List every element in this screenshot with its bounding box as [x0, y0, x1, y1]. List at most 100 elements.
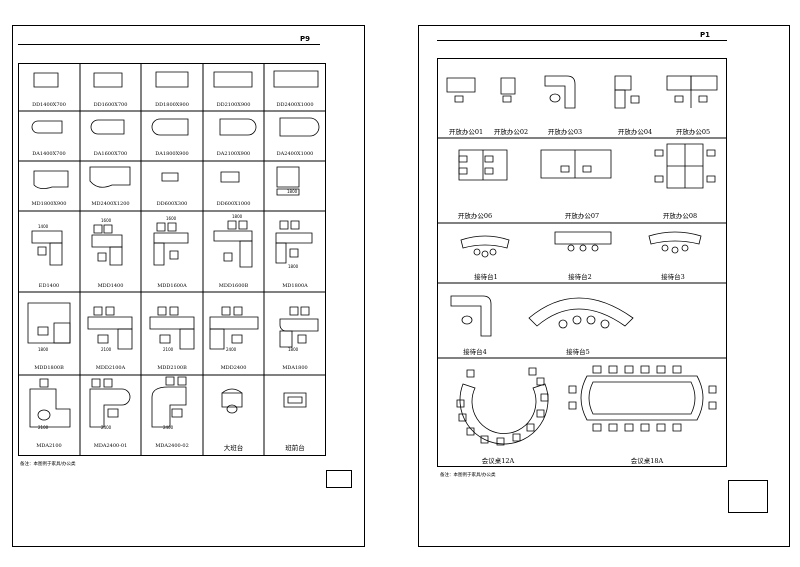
label-r5c4: MDD2400 — [220, 365, 247, 371]
desk-dd600x1000-symbol — [221, 172, 239, 182]
desk-da1400-symbol — [32, 121, 62, 133]
open-office-08-symbol — [655, 144, 715, 188]
desk-mda2100-symbol — [30, 379, 70, 427]
desk-da2100-symbol — [220, 119, 256, 135]
right-symbol-grid — [437, 58, 727, 467]
label-r2c5: DA2400X1000 — [276, 151, 314, 157]
conference-table-12a-symbol — [457, 368, 548, 445]
right-furniture-symbols — [437, 58, 727, 467]
desk-md2400-symbol — [90, 167, 130, 187]
label-open-office-08: 开放办公08 — [662, 212, 698, 220]
reception-desk-4-symbol — [451, 296, 491, 336]
front-desk-symbol — [284, 393, 306, 407]
dim-r6c2: 2400 — [101, 425, 112, 430]
left-grid-lines — [18, 63, 326, 456]
left-page-label: P9 — [300, 35, 311, 43]
label-open-office-07: 开放办公07 — [564, 212, 600, 220]
desk-dd2400-symbol — [274, 71, 318, 87]
label-r6c4: 大班台 — [223, 444, 244, 452]
label-r4c5: MD1800A — [282, 283, 308, 289]
desk-md1800-symbol — [34, 171, 68, 189]
reception-desk-1-symbol — [461, 236, 509, 257]
desk-ed1400-symbol — [32, 231, 62, 265]
right-title-block — [728, 480, 768, 513]
label-r1c4: DD2100X900 — [216, 102, 251, 108]
desk-dd2100-symbol — [214, 72, 252, 87]
left-note: 备注：本图例于家具/办公类 — [20, 462, 76, 467]
label-r1c2: DD1600X700 — [93, 102, 128, 108]
open-office-04-symbol — [615, 76, 639, 108]
label-r4c1: ED1400 — [38, 283, 60, 289]
label-r4c4: MDD1600B — [218, 283, 249, 289]
right-title-rule — [437, 40, 727, 41]
label-r5c3: MDD2100B — [157, 365, 187, 371]
label-r1c3: DD1800X900 — [155, 102, 189, 108]
label-r5c1: MDD1800B — [34, 365, 64, 371]
label-r4c3: MDD1600A — [157, 283, 187, 289]
desk-mda2400-02-symbol — [152, 377, 186, 427]
executive-desk-symbol — [222, 389, 242, 413]
desk-mdd1400-symbol — [92, 225, 122, 265]
left-symbol-grid — [18, 63, 326, 456]
desk-mdd1800b-symbol — [28, 303, 70, 343]
desk-da2400-symbol — [280, 118, 319, 136]
label-r6c2: MDA2400-01 — [93, 443, 128, 449]
desk-da1600-symbol — [91, 120, 124, 134]
label-r5c5: MDA1800 — [282, 365, 308, 371]
reception-desk-5-symbol — [529, 298, 633, 328]
dim-r4c1: 1400 — [38, 224, 49, 229]
label-reception-4: 接待台4 — [463, 348, 487, 356]
open-office-05-symbol — [667, 76, 717, 108]
label-r6c1: MDA2100 — [36, 443, 62, 449]
label-open-office-05: 开放办公05 — [675, 128, 711, 136]
cabinet-symbol — [277, 167, 299, 187]
dim-r6c1: 2100 — [38, 425, 49, 430]
desk-mda1800-symbol — [280, 307, 318, 347]
reception-desk-3-symbol — [649, 232, 701, 253]
dim-r5c3: 2100 — [163, 347, 174, 352]
label-r3c4: DD600X1000 — [216, 201, 251, 207]
label-r6c5: 班前台 — [285, 444, 305, 452]
label-open-office-06: 开放办公06 — [457, 212, 493, 220]
label-reception-2: 接待台2 — [568, 273, 592, 281]
label-r4c2: MDD1400 — [97, 283, 124, 289]
label-reception-1: 接待台1 — [474, 273, 498, 281]
desk-mdd2100a-symbol — [88, 307, 132, 349]
desk-mdd1600b-symbol — [214, 221, 252, 267]
open-office-07-symbol — [541, 150, 611, 178]
label-r1c1: DD1400X700 — [32, 102, 66, 108]
label-conference-18a: 会议桌18A — [630, 457, 664, 465]
right-sheet-frame — [418, 25, 790, 547]
label-r2c3: DA1800X900 — [155, 151, 189, 157]
desk-mdd1600a-symbol — [154, 223, 188, 265]
label-r2c2: DA1600X700 — [93, 151, 128, 157]
label-open-office-02: 开放办公02 — [493, 128, 529, 136]
left-title-rule — [18, 44, 320, 45]
desk-mdd2100b-symbol — [150, 307, 194, 349]
desk-dd600x300-symbol — [162, 173, 178, 181]
open-office-01-symbol — [447, 78, 475, 102]
open-office-02-symbol — [501, 78, 515, 102]
dim-r5c2: 2100 — [101, 347, 112, 352]
desk-da1800-symbol — [152, 119, 188, 135]
dim-r4c4: 1800 — [232, 214, 243, 219]
desk-mda2400-01-symbol — [90, 379, 130, 427]
left-title-block — [326, 470, 352, 488]
reception-desk-2-symbol — [555, 232, 611, 251]
right-note: 备注：本图例于家具/办公类 — [440, 473, 496, 478]
label-r3c2: MD2400X1200 — [91, 201, 130, 207]
desk-mdd2400-symbol — [210, 307, 258, 349]
dim-r4c5: 1800 — [288, 264, 299, 269]
right-grid-lines — [437, 58, 727, 467]
right-page-label: P1 — [700, 31, 711, 39]
desk-md1800a-symbol — [276, 221, 312, 263]
label-open-office-01: 开放办公01 — [448, 128, 484, 136]
left-furniture-symbols — [18, 63, 326, 456]
desk-dd1800-symbol — [156, 72, 188, 87]
label-reception-5: 接待台5 — [566, 348, 590, 356]
dim-r4c2: 1600 — [101, 218, 112, 223]
dim-r3c5: 1800 — [287, 189, 298, 194]
dim-r4c3: 1600 — [166, 216, 177, 221]
dim-r6c3: 2400 — [163, 425, 174, 430]
